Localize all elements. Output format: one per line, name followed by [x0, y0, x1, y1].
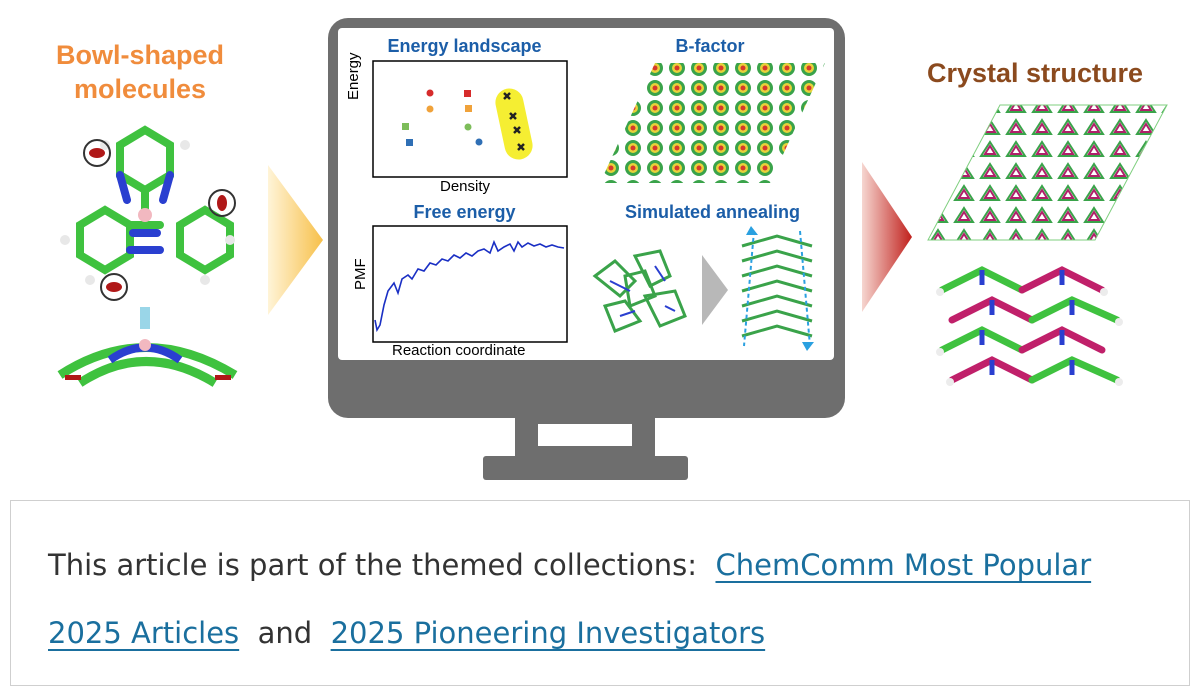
- bowl-shaped-title: Bowl-shaped molecules: [40, 38, 240, 106]
- link-chemcomm-most-popular[interactable]: ChemComm Most Popular 2025 Articles: [48, 548, 1092, 650]
- bowl-shaped-title-line1: Bowl-shaped: [55, 40, 224, 70]
- bowl-shaped-title-line2: molecules: [73, 74, 207, 104]
- energy-ylabel: Energy: [345, 52, 362, 100]
- energy-landscape-plot: [372, 60, 568, 178]
- pmf-ylabel: PMF: [352, 258, 369, 290]
- energy-xlabel: Density: [440, 178, 491, 195]
- reaction-coordinate-xlabel: Reaction coordinate: [392, 342, 526, 359]
- monitor-base: [483, 456, 688, 480]
- arrow-right-icon-red: [862, 162, 912, 312]
- themed-collections-text: This article is part of the themed colle…: [48, 531, 1158, 667]
- arrow-right-icon: [268, 165, 323, 315]
- crystal-structure-title: Crystal structure: [926, 58, 1144, 88]
- link-pioneering-investigators[interactable]: 2025 Pioneering Investigators: [330, 616, 766, 650]
- energy-landscape-title: Energy landscape: [387, 36, 542, 56]
- monitor-neck-gap: [538, 424, 632, 446]
- ordered-structure: [741, 226, 814, 351]
- annealing-arrow-icon: [702, 255, 728, 325]
- collections-conjunction: and: [257, 616, 313, 650]
- crystal-stack-side: [936, 266, 1123, 386]
- boron-atom: [138, 208, 152, 222]
- disordered-structure: [592, 249, 687, 333]
- b-factor-title: B-factor: [675, 36, 745, 56]
- collections-prefix: This article is part of the themed colle…: [48, 548, 698, 582]
- themed-collections-box: This article is part of the themed colle…: [10, 500, 1190, 686]
- crystal-lattice-top: [927, 104, 1168, 241]
- molecule-top-view: [60, 125, 236, 301]
- graphical-abstract: Bowl-shaped molecules: [40, 18, 1168, 480]
- simulated-annealing-title: Simulated annealing: [624, 202, 801, 222]
- free-energy-plot: [372, 225, 568, 343]
- b-factor-lattice: [600, 63, 825, 183]
- free-energy-title: Free energy: [413, 202, 516, 222]
- molecule-side-view: [57, 307, 238, 387]
